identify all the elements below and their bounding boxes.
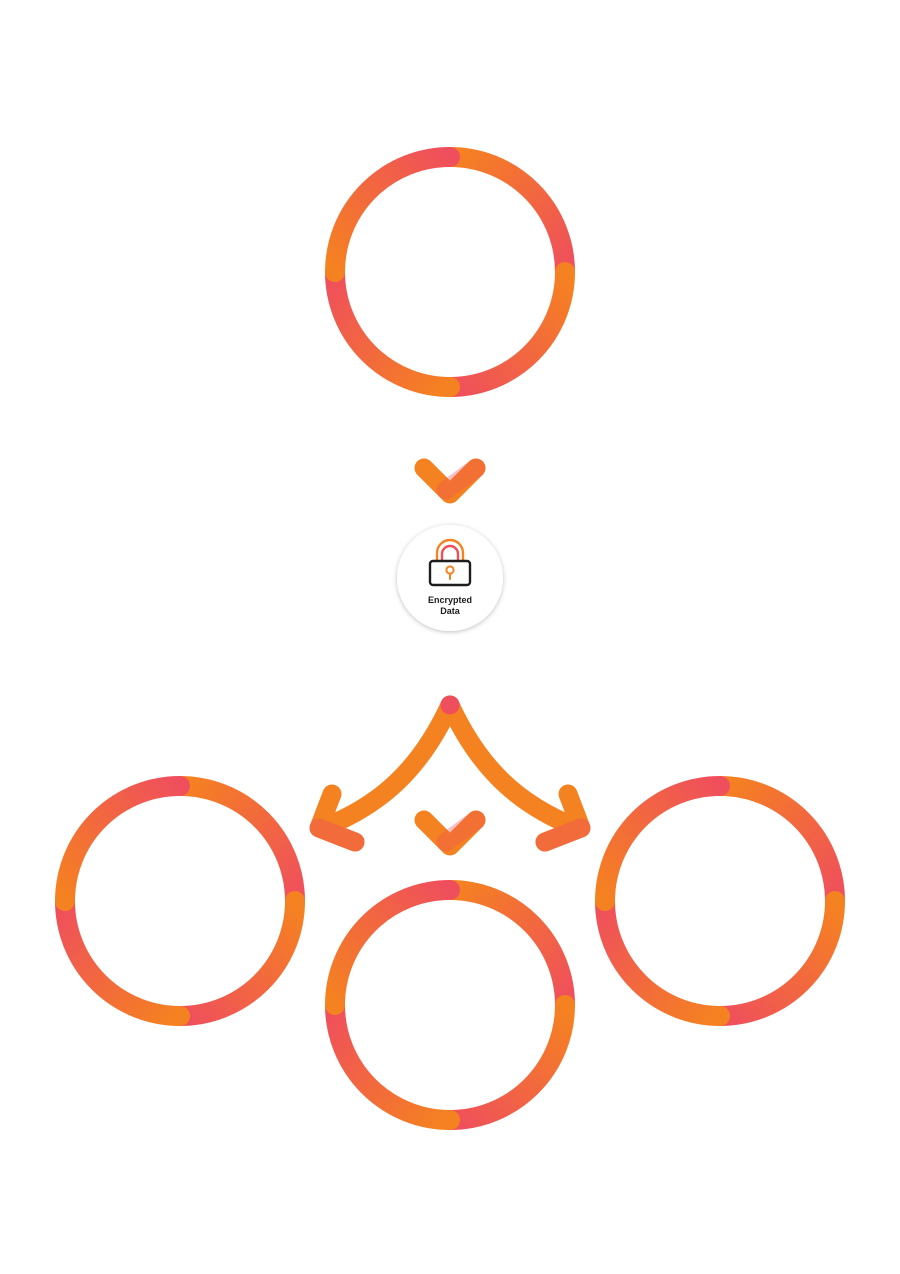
arrowhead-left — [309, 784, 365, 852]
ring-segment — [55, 776, 190, 911]
branch-curve-left — [315, 695, 460, 837]
ring-segment — [170, 891, 305, 1026]
ring-segment — [325, 262, 460, 397]
encrypted-data-badge: Encrypted Data — [397, 525, 503, 631]
ring-segment — [325, 995, 460, 1130]
ring-segment — [170, 776, 305, 911]
branch-arrows — [309, 695, 591, 856]
branch-curve-right — [440, 695, 585, 837]
arrowhead-center — [414, 810, 486, 856]
ring-segment — [325, 880, 460, 1015]
ring-segment — [595, 891, 730, 1026]
ring-group — [55, 147, 845, 1130]
ring-recipient-center — [325, 880, 575, 1130]
ring-segment — [440, 880, 575, 1015]
ring-segment — [595, 776, 730, 911]
ring-segment — [55, 891, 190, 1026]
arrowhead-right — [535, 784, 591, 852]
ring-recipient-left — [55, 776, 305, 1026]
ring-recipient-right — [595, 776, 845, 1026]
ring-segment — [710, 776, 845, 911]
ring-segment — [325, 147, 460, 282]
ring-segment — [440, 147, 575, 282]
arrow-down-to-badge — [414, 385, 486, 504]
ring-segment — [710, 891, 845, 1026]
ring-source — [325, 147, 575, 397]
badge-label-line-1: Encrypted — [428, 595, 472, 605]
ring-segment — [440, 995, 575, 1130]
ring-segment — [440, 262, 575, 397]
padlock-icon — [428, 538, 472, 587]
badge-label-line-2: Data — [440, 606, 461, 616]
